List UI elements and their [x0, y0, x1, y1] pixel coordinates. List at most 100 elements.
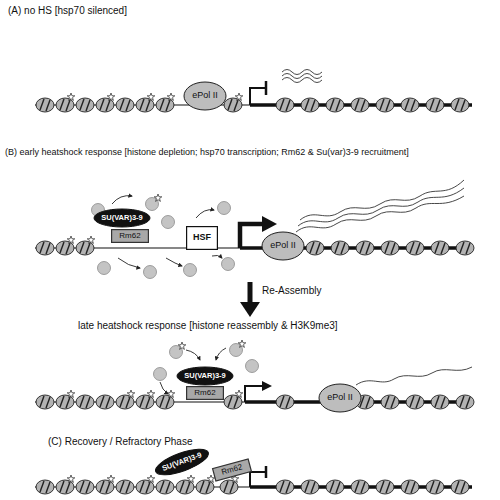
panel-heading: late heatshock response [histone reassem… — [78, 320, 408, 332]
box-shape — [187, 227, 218, 250]
block-bar — [265, 81, 268, 95]
eviction-arrow — [212, 255, 222, 258]
nucleosome — [220, 480, 238, 494]
panel-heading: (C) Recovery / Refractory Phase — [48, 436, 298, 448]
panel-heading: (B) early heatshock response [histone de… — [5, 146, 497, 158]
deposition-arrow — [160, 382, 168, 394]
methyl-mark — [235, 93, 243, 100]
factor-box: HSF — [186, 226, 218, 250]
nucleosome — [356, 241, 374, 255]
nucleosome — [381, 395, 399, 409]
nucleosome — [224, 395, 242, 409]
box-shape — [213, 459, 252, 481]
methyl-mark — [154, 194, 162, 201]
arrow-head — [240, 302, 260, 317]
box-shape — [112, 230, 149, 243]
box-shape — [187, 387, 224, 400]
node-label: ePol II — [327, 393, 353, 402]
nucleosome — [276, 395, 294, 409]
methyl-mark — [147, 93, 155, 100]
eviction-arrow — [166, 258, 182, 266]
oval-shape — [153, 444, 212, 480]
nucleosome — [276, 480, 294, 494]
methyl-mark — [87, 236, 95, 243]
node-label: ePol II — [192, 91, 218, 100]
transcript — [296, 196, 464, 232]
methyl-mark — [238, 340, 246, 347]
methyl-mark — [67, 93, 75, 100]
nucleosome — [301, 98, 319, 112]
helicase-box: Rm62 — [186, 386, 224, 400]
nucleosome — [301, 480, 319, 494]
oval-shape — [319, 384, 361, 412]
nucleosome — [76, 98, 94, 112]
free-histone — [246, 360, 259, 373]
nucleosome — [331, 241, 349, 255]
deposition-arrow — [216, 348, 226, 360]
free-histone — [98, 262, 111, 275]
eviction-arrow — [118, 258, 140, 268]
methyl-mark — [67, 475, 75, 482]
nucleosome — [116, 98, 134, 112]
free-histone — [154, 368, 167, 381]
eviction-arrow — [196, 210, 214, 218]
node-label: SU(VAR)3-9 — [101, 214, 143, 222]
oval-shape — [262, 232, 304, 260]
nucleosome — [156, 98, 174, 112]
nucleosome — [76, 480, 94, 494]
nucleosome — [351, 98, 369, 112]
enzyme-oval: SU(VAR)3-9 — [151, 443, 212, 482]
arrow-head — [262, 216, 277, 232]
node-label: Rm62 — [119, 232, 140, 240]
active-promoter-arrow — [240, 224, 262, 248]
free-histone — [162, 216, 175, 229]
transcript — [356, 367, 472, 385]
methyl-mark — [147, 475, 155, 482]
nucleosome — [96, 98, 114, 112]
nucleosome — [401, 98, 419, 112]
nucleosome — [381, 241, 399, 255]
nucleosome — [136, 480, 154, 494]
methyl-mark — [107, 475, 115, 482]
nucleosome — [36, 480, 54, 494]
polymerase-oval: ePol II — [318, 383, 362, 413]
free-histone — [222, 258, 235, 271]
nucleosome — [196, 480, 214, 494]
methyl-mark — [187, 475, 195, 482]
panel-heading: (A) no HS [hsp70 silenced] — [8, 5, 308, 17]
methyl-mark — [178, 342, 186, 349]
methyl-mark — [107, 93, 115, 100]
nucleosome — [156, 395, 174, 409]
nucleosome — [56, 480, 74, 494]
transcript — [300, 180, 464, 220]
nucleosome — [451, 480, 469, 494]
methyl-mark — [147, 390, 155, 397]
enzyme-oval: SU(VAR)3-9 — [93, 208, 151, 228]
free-histone — [184, 264, 197, 277]
oval-shape — [94, 209, 150, 227]
nucleosome — [426, 98, 444, 112]
promoter-arrow — [250, 88, 266, 105]
block-bar — [265, 466, 268, 478]
free-histone — [144, 266, 157, 279]
methyl-mark — [207, 475, 215, 482]
enzyme-oval: SU(VAR)3-9 — [176, 366, 234, 386]
nucleosome — [406, 241, 424, 255]
promoter-arrow — [250, 472, 266, 487]
nucleosome — [276, 98, 294, 112]
nucleosome — [376, 98, 394, 112]
methyl-mark — [167, 390, 175, 397]
nucleosome — [426, 480, 444, 494]
node-label: Rm62 — [194, 389, 215, 397]
nucleosome — [56, 395, 74, 409]
nucleosome — [431, 395, 449, 409]
eviction-arrow — [112, 196, 132, 204]
node-label: SU(VAR)3-9 — [184, 372, 226, 380]
methyl-mark — [235, 390, 243, 397]
free-histone — [218, 202, 231, 215]
polymerase-oval: ePol II — [261, 231, 305, 261]
transcript — [298, 188, 464, 226]
nucleosome — [306, 241, 324, 255]
